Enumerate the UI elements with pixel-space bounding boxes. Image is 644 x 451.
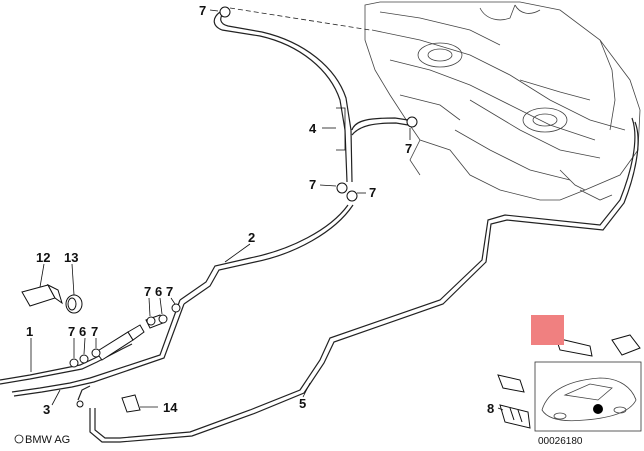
callout-8: 8 [487, 401, 494, 416]
callout-2: 2 [248, 230, 255, 245]
callout-1: 1 [26, 324, 33, 339]
fuel-line-2 [179, 204, 354, 305]
callout-7-top: 7 [199, 3, 206, 18]
highlight-marker [531, 315, 564, 345]
car-inset [534, 361, 642, 432]
leader-lines [30, 9, 504, 411]
callout-5: 5 [299, 396, 306, 411]
clips-group [69, 6, 418, 408]
callout-6-left: 6 [79, 324, 86, 339]
bracket-12 [21, 283, 63, 307]
reference-dashed-line [229, 7, 371, 31]
callout-7-mid-left: 7 [309, 177, 316, 192]
callout-12: 12 [36, 250, 50, 265]
fuel-tank-drawing [364, 1, 641, 201]
callout-13: 13 [64, 250, 78, 265]
brand-label: BMW AG [25, 434, 70, 446]
callout-6-filter: 6 [155, 284, 162, 299]
grommet-13 [65, 294, 83, 314]
clip-14 [121, 394, 141, 413]
callout-7-left-b: 7 [91, 324, 98, 339]
fuel-line-1-3 [0, 299, 185, 401]
callout-7-right: 7 [405, 141, 412, 156]
callout-4: 4 [309, 121, 317, 136]
callout-7-mid-right: 7 [369, 185, 376, 200]
fuel-line-4 [213, 11, 409, 183]
callout-7-filter-a: 7 [144, 284, 151, 299]
copyright-icon [14, 434, 24, 444]
callout-14: 14 [163, 400, 178, 415]
drawing-number: 00026180 [538, 436, 583, 447]
callout-7-filter-b: 7 [166, 284, 173, 299]
callout-3: 3 [43, 402, 50, 417]
holders-8 [497, 334, 641, 429]
fuel-line-5 [89, 117, 639, 443]
callout-7-left-a: 7 [68, 324, 75, 339]
